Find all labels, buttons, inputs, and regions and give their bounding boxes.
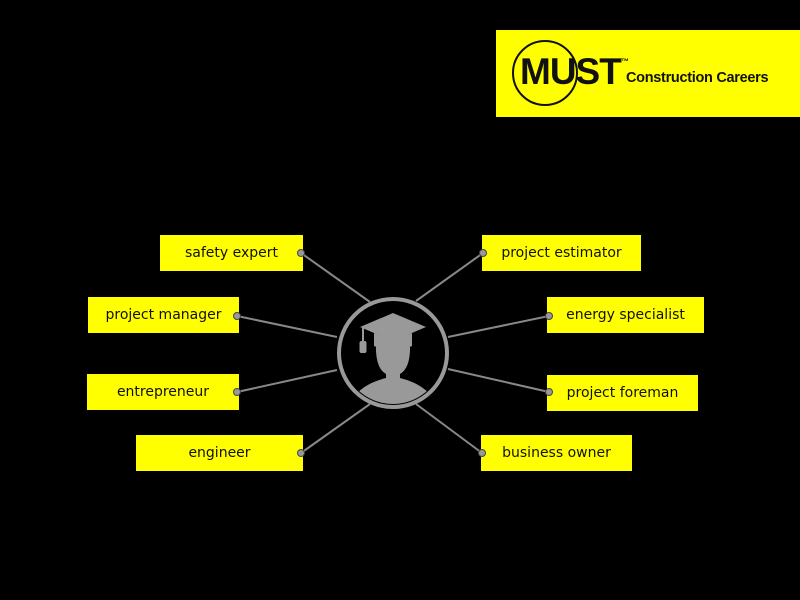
career-card-project-manager: project manager [88, 297, 239, 333]
link-safety-expert [300, 252, 371, 303]
logo-trademark: ™ [621, 57, 629, 66]
connector-dot [479, 249, 487, 257]
logo-wordmark: MUST [520, 51, 622, 92]
logo-tagline: Construction Careers [626, 70, 769, 86]
career-card-entrepreneur: entrepreneur [87, 374, 239, 410]
graduate-icon [337, 297, 449, 409]
career-card-energy-specialist: energy specialist [547, 297, 704, 333]
career-card-business-owner: business owner [481, 435, 632, 471]
connector-dot [233, 388, 241, 396]
logo-ring [512, 40, 578, 106]
connector-dot [545, 312, 553, 320]
connector-dot [297, 449, 305, 457]
connector-dot [545, 388, 553, 396]
link-project-estimator [415, 252, 484, 302]
link-entrepreneur [236, 369, 338, 393]
connector-dot [478, 449, 486, 457]
career-card-project-foreman: project foreman [547, 375, 698, 411]
connector-dot [297, 249, 305, 257]
connector-dot [233, 312, 241, 320]
link-engineer [300, 403, 371, 454]
link-business-owner [415, 403, 483, 454]
link-energy-specialist [447, 315, 550, 338]
link-project-foreman [447, 368, 550, 393]
career-card-project-estimator: project estimator [482, 235, 641, 271]
link-project-manager [236, 315, 338, 338]
career-card-engineer: engineer [136, 435, 303, 471]
career-card-safety-expert: safety expert [160, 235, 303, 271]
